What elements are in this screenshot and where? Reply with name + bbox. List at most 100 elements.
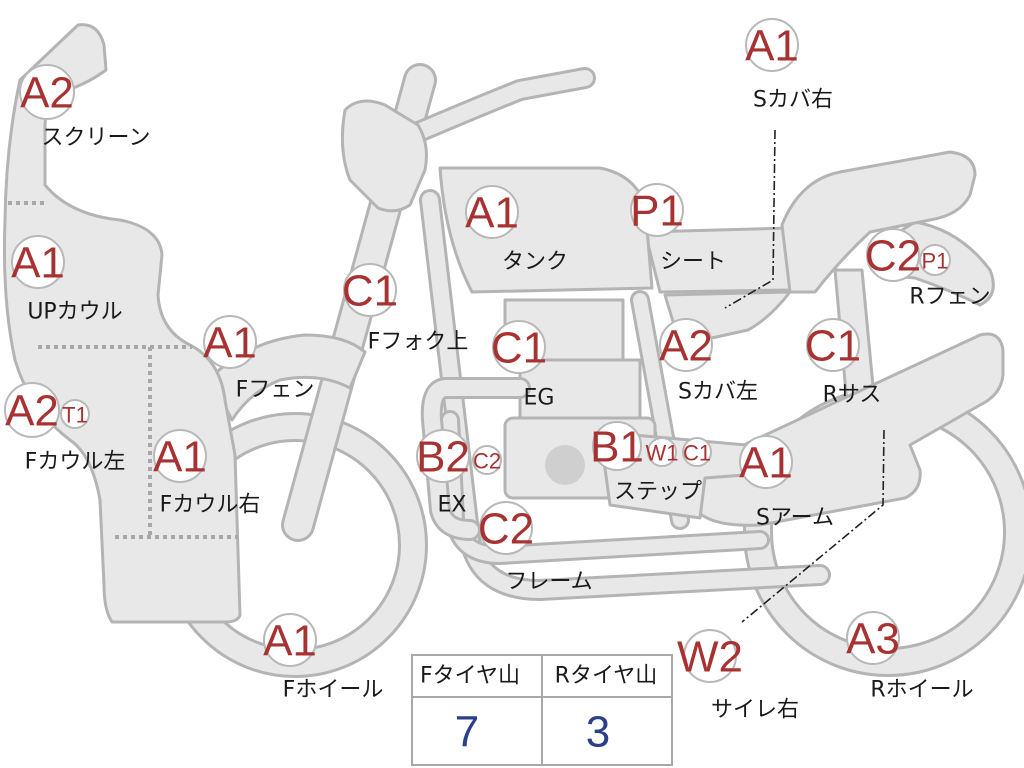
damage-code: C2: [473, 449, 501, 474]
part-name-label: フレーム: [505, 570, 592, 595]
part-name-label: Fフェン: [236, 378, 315, 403]
damage-code: A2: [5, 387, 59, 436]
part-name-label: Fフォク上: [368, 330, 469, 355]
damage-badge: [416, 429, 470, 483]
part-name-label: Fカウル左: [25, 450, 126, 475]
damage-badge: [806, 318, 860, 372]
damage-badge: [739, 435, 793, 489]
damage-code: P1: [630, 187, 684, 236]
damage-badge: [919, 244, 951, 276]
part-name-label: Fホイール: [283, 678, 384, 703]
part-name-label: シート: [660, 250, 726, 275]
damage-code: W2: [677, 633, 743, 682]
front-tire-header: Fタイヤ山: [420, 664, 520, 689]
damage-badge: [4, 382, 60, 438]
part-name-label: Rサス: [823, 383, 882, 408]
damage-code: W1: [646, 441, 679, 466]
damage-code: A2: [659, 322, 713, 371]
damage-badge: [682, 437, 712, 467]
part-name-label: Sカバ左: [678, 380, 758, 405]
part-name-label: タンク: [502, 250, 568, 275]
damage-code: C1: [491, 324, 547, 373]
part-name-label: Rフェン: [909, 285, 990, 310]
damage-badge: [263, 613, 317, 667]
cowl-seams: [8, 201, 238, 539]
damage-badge: [846, 611, 900, 665]
part-frame: C2 フレーム: [478, 501, 593, 595]
front-tire-value: 7: [455, 708, 479, 757]
damage-badge: [647, 437, 677, 467]
damage-code: C2: [865, 232, 921, 281]
part-name-label: Sアーム: [756, 506, 834, 531]
part-name-label: スクリーン: [42, 126, 151, 151]
damage-code: T1: [62, 403, 88, 428]
damage-badge: [203, 315, 257, 369]
damage-code: P1: [922, 249, 949, 274]
damage-code: C1: [342, 267, 398, 316]
damage-badge: [479, 501, 533, 555]
damage-badge: [11, 235, 65, 289]
part-name-label: Rホイール: [870, 678, 973, 703]
damage-badge: [659, 318, 713, 372]
part-name-label: EX: [438, 493, 467, 518]
part-tank: A1 タンク: [465, 185, 568, 275]
damage-badge: [630, 183, 684, 237]
damage-badge: [492, 320, 546, 374]
part-name-label: Sカバ右: [753, 88, 833, 113]
damage-code: C2: [478, 505, 534, 554]
part-seat: P1 シート: [630, 183, 726, 275]
damage-code: A1: [739, 439, 793, 488]
damage-code: A1: [465, 189, 519, 238]
damage-badge: [472, 445, 502, 475]
damage-code: A1: [11, 239, 65, 288]
part-name-label: UPカウル: [27, 300, 122, 325]
damage-code: A2: [20, 69, 74, 118]
damage-badge: [60, 399, 90, 429]
damage-badge: [19, 64, 75, 120]
damage-code: A1: [263, 617, 317, 666]
damage-code: C1: [805, 322, 861, 371]
part-name-label: ステップ: [614, 480, 702, 505]
damage-badge: [592, 421, 642, 471]
damage-code: B2: [416, 433, 470, 482]
rear-tire-value: 3: [586, 708, 610, 757]
damage-code: B1: [590, 423, 644, 472]
damage-badge: [745, 18, 799, 72]
part-name-label: EG: [524, 386, 555, 411]
leader-lines: [724, 129, 885, 623]
exhaust-shape: [420, 377, 531, 541]
damage-code: A1: [203, 319, 257, 368]
part-screen: A2 スクリーン: [19, 64, 151, 151]
damage-badge: [343, 263, 397, 317]
part-name-label: サイレ右: [711, 698, 799, 723]
damage-badge: [153, 429, 207, 483]
damage-code: C1: [683, 441, 711, 466]
damage-badge: [465, 185, 519, 239]
tail-shape: [780, 150, 977, 294]
rear-tire-header: Rタイヤ山: [555, 664, 658, 689]
damage-badge: [683, 629, 737, 683]
damage-badge: [866, 228, 920, 282]
part-name-label: Fカウル右: [160, 493, 261, 518]
part-silencer-right: W2 サイレ右: [677, 629, 799, 723]
damage-code: A1: [153, 433, 207, 482]
headlight-shape: [340, 99, 428, 213]
damage-code: A3: [846, 615, 900, 664]
